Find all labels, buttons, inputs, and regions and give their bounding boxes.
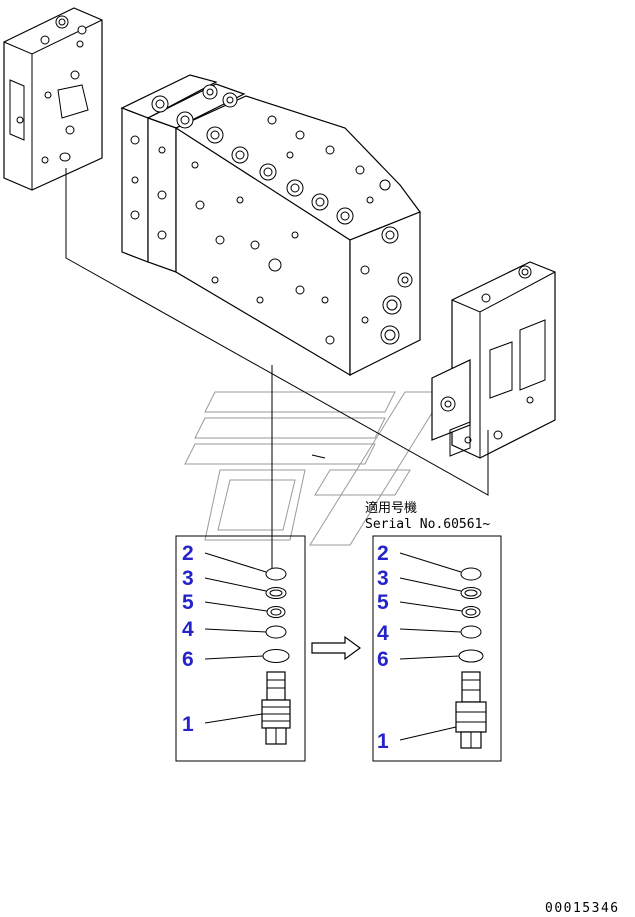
end-cover-right [431,261,556,459]
callout-1-new: 1 [377,730,389,753]
part-6-new [458,649,484,663]
old-parts-box: 2 3 5 4 6 1 [175,535,306,762]
part-2-old [265,567,287,581]
callout-6-new: 6 [377,648,389,671]
change-arrow [311,635,362,661]
callout-4-new: 4 [377,622,389,645]
part-2-new [460,567,482,581]
callout-2-old: 2 [182,542,194,565]
leader-lines [65,168,489,572]
callout-3-new: 3 [377,567,389,590]
callout-4-old: 4 [182,618,194,641]
end-cover-left [3,7,103,191]
callout-1-old: 1 [182,713,194,736]
callout-6-old: 6 [182,648,194,671]
drawing-number: 00015346 [545,901,620,916]
part-1-new [455,671,487,749]
main-valve-block [120,74,421,377]
callout-2-new: 2 [377,542,389,565]
callout-3-old: 3 [182,567,194,590]
part-4-old [265,625,287,639]
callout-5-old: 5 [182,591,194,614]
part-1-old [261,671,291,745]
serial-caption-en: Serial No.60561~ [365,517,490,532]
part-4-new [460,625,482,639]
callout-5-new: 5 [377,591,389,614]
new-parts-box: 2 3 5 4 6 1 [372,535,502,762]
serial-caption-jp: 適用号機 [365,500,417,516]
part-6-old [262,649,290,663]
